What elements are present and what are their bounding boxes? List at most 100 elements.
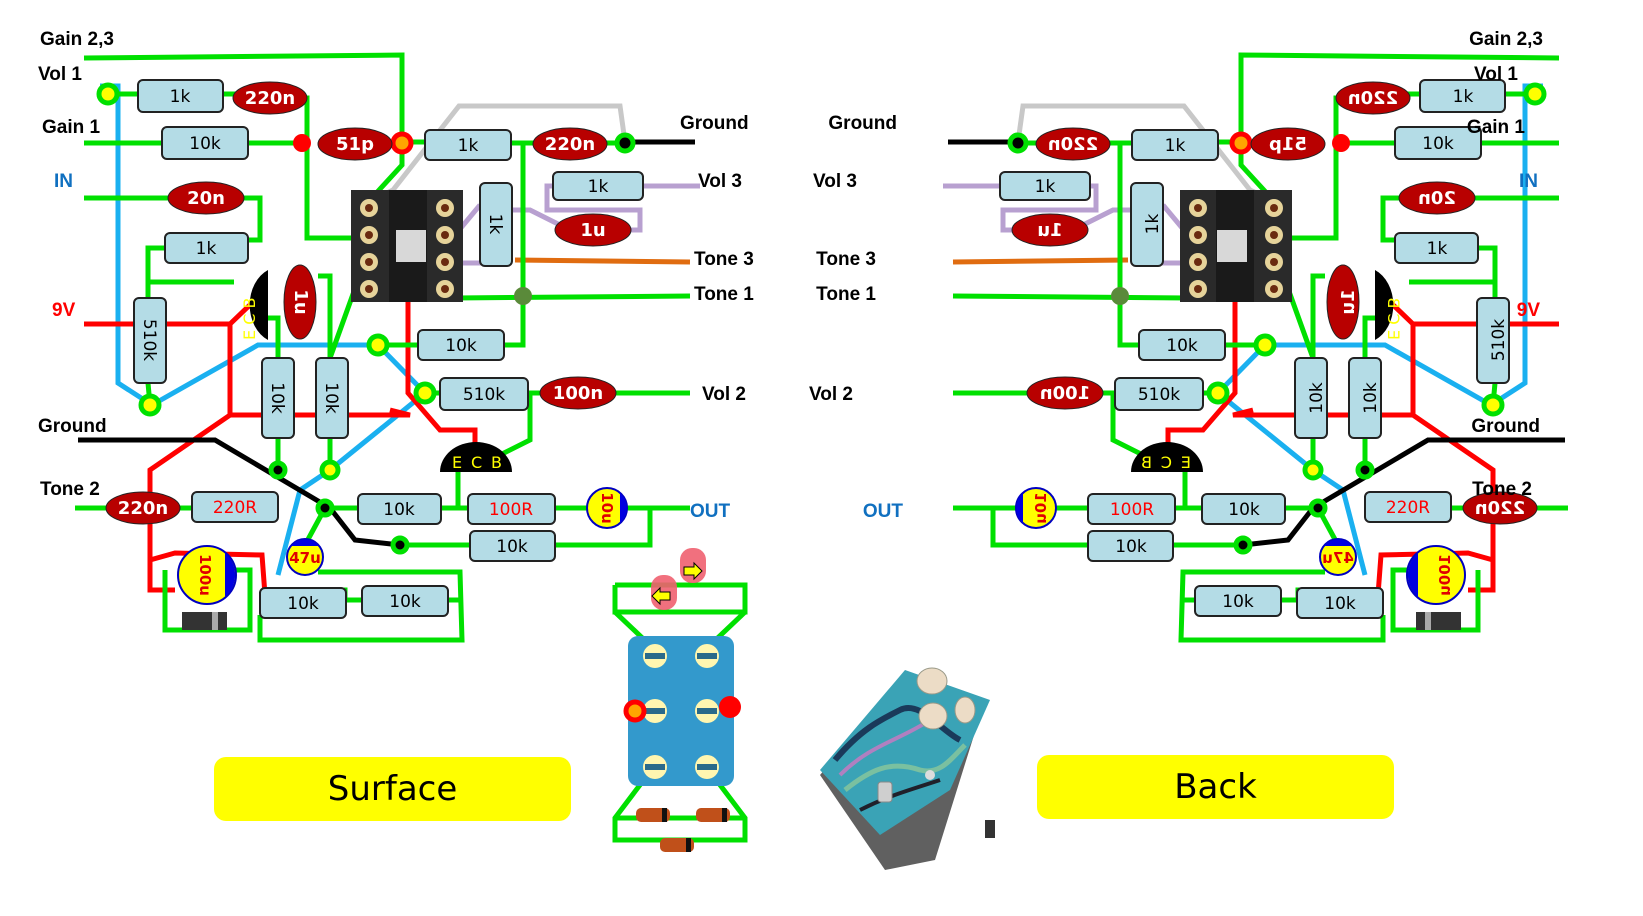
svg-text:10k: 10k (1422, 134, 1454, 154)
svg-text:9V: 9V (52, 300, 76, 321)
resistor: 1k (552, 171, 644, 201)
svg-text:100n: 100n (553, 383, 603, 404)
svg-text:10u: 10u (1032, 492, 1050, 524)
svg-text:E C B: E C B (452, 453, 502, 472)
resistor: 100R (467, 493, 556, 525)
svg-text:Tone 2: Tone 2 (1472, 479, 1532, 500)
svg-text:510k: 510k (1138, 385, 1180, 405)
svg-text:20n: 20n (1418, 188, 1456, 209)
diode (660, 838, 694, 852)
electrolytic-capacitors: 100u 47u 10u (177, 487, 628, 605)
io-labels: Gain 2,3 Vol 1 Gain 1 IN 9V Ground Tone … (38, 29, 754, 522)
svg-text:1k: 1k (170, 87, 191, 107)
svg-text:E C B: E C B (240, 298, 259, 340)
svg-text:220n: 220n (245, 88, 295, 109)
electrolytic-cap: 47u (286, 538, 324, 576)
back-io-labels: Gain 2,3 Vol 1 Gain 1 IN 9V Ground Tone … (809, 29, 1543, 522)
svg-text:10k: 10k (1115, 537, 1147, 557)
svg-text:OUT: OUT (690, 501, 731, 522)
resistor: 10k (315, 357, 349, 439)
resistor: 10k (417, 329, 505, 361)
svg-text:Gain 2,3: Gain 2,3 (1469, 29, 1543, 50)
svg-text:220n: 220n (1475, 498, 1525, 519)
svg-text:Gain 1: Gain 1 (42, 117, 101, 138)
svg-text:10k: 10k (445, 336, 477, 356)
svg-text:Vol 3: Vol 3 (698, 171, 742, 192)
svg-text:1u: 1u (1338, 289, 1359, 314)
svg-text:51p: 51p (1269, 134, 1307, 155)
svg-text:Tone 3: Tone 3 (694, 249, 754, 270)
wire-9v-d (405, 205, 478, 450)
svg-text:1u: 1u (290, 289, 311, 314)
svg-text:10k: 10k (267, 382, 287, 414)
capacitor: 220n (532, 127, 608, 161)
wire-vol3-b (544, 183, 643, 233)
svg-text:E C B: E C B (1141, 453, 1191, 472)
svg-text:Ground: Ground (680, 113, 749, 134)
surface-view-label: Surface (214, 757, 571, 821)
electrolytic-cap: 10u (586, 487, 628, 529)
svg-text:47u: 47u (1322, 549, 1354, 567)
diode (182, 612, 227, 630)
wire-tone1 (454, 293, 691, 301)
svg-text:Vol 3: Vol 3 (813, 171, 857, 192)
svg-text:1u: 1u (1037, 220, 1062, 241)
svg-text:1k: 1k (1035, 177, 1056, 197)
svg-text:47u: 47u (289, 549, 321, 567)
capacitor: 20n (167, 181, 245, 215)
svg-text:OUT: OUT (863, 501, 904, 522)
svg-text:220n: 220n (1348, 88, 1398, 109)
surface-view: 1k 10k 1k 1k 510k 10k 10k 1k 1k 10k 510k… (38, 29, 754, 843)
resistor: 510k (133, 297, 167, 384)
svg-text:100R: 100R (489, 500, 533, 520)
resistor: 1k (164, 232, 249, 264)
svg-text:100u: 100u (196, 554, 214, 596)
back-view-label: Back (1037, 755, 1394, 819)
svg-text:51p: 51p (336, 134, 374, 155)
capacitor: 1u (283, 264, 317, 340)
resistor: 10k (357, 493, 442, 525)
svg-text:10k: 10k (389, 592, 421, 612)
svg-text:10k: 10k (1307, 382, 1327, 414)
svg-text:Ground: Ground (1471, 416, 1540, 437)
svg-text:10k: 10k (383, 500, 415, 520)
svg-text:1k: 1k (485, 214, 505, 235)
resistor: 10k (469, 530, 556, 562)
svg-text:Ground: Ground (828, 113, 897, 134)
svg-text:220n: 220n (545, 134, 595, 155)
back-capacitor-labels: 220n 51p 220n 20n 1u 1u 100n 220n (1037, 88, 1525, 519)
svg-text:1k: 1k (588, 177, 609, 197)
capacitor: 100n (539, 376, 617, 410)
svg-text:10k: 10k (321, 382, 341, 414)
led (680, 548, 706, 583)
resistor: 10k (361, 585, 449, 617)
svg-text:Ground: Ground (38, 416, 107, 437)
resistor: 10k (161, 126, 249, 160)
back-title: Back (1174, 767, 1257, 807)
svg-text:E C B: E C B (1384, 298, 1403, 340)
svg-text:Vol 2: Vol 2 (702, 384, 746, 405)
svg-text:Tone 1: Tone 1 (816, 284, 876, 305)
svg-text:1k: 1k (1165, 136, 1186, 156)
svg-text:1k: 1k (196, 239, 217, 259)
svg-text:510k: 510k (1489, 319, 1509, 361)
svg-text:10k: 10k (1166, 336, 1198, 356)
svg-text:Vol 1: Vol 1 (1474, 64, 1518, 85)
led (651, 575, 677, 610)
svg-text:1u: 1u (580, 220, 605, 241)
svg-text:510k: 510k (463, 385, 505, 405)
back-view: 1k 10k 1k 1k 510k 10k 10k 1k 1k 10k 510k… (809, 29, 1568, 643)
resistor: 10k (259, 587, 347, 619)
surface-title: Surface (327, 769, 458, 809)
pedal-photo (820, 667, 995, 870)
svg-text:Vol 1: Vol 1 (38, 64, 82, 85)
svg-text:9V: 9V (1517, 300, 1541, 321)
resistor: 1k (424, 129, 512, 161)
wire-9v (84, 298, 257, 327)
diode (696, 808, 730, 822)
resistor: 220R (191, 491, 279, 523)
svg-text:Tone 3: Tone 3 (816, 249, 876, 270)
svg-text:10k: 10k (1324, 594, 1356, 614)
resistor: 1k (479, 182, 513, 267)
